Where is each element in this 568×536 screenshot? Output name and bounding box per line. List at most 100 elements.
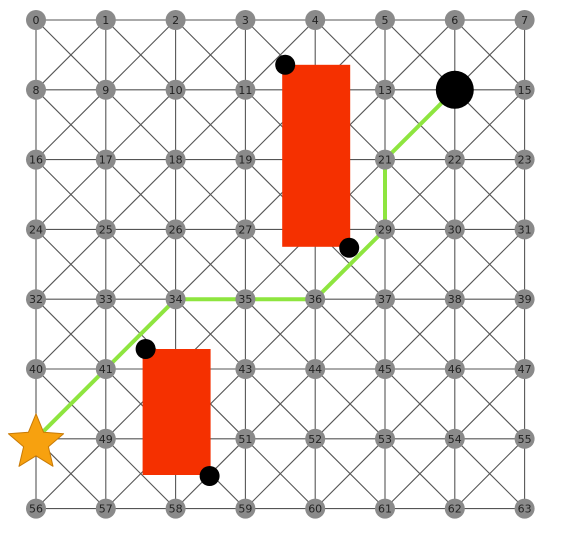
- grid-node-label: 25: [99, 223, 113, 236]
- grid-node-circle: [375, 219, 395, 240]
- grid-node-circle: [444, 359, 465, 379]
- grid-node: 52: [305, 428, 326, 449]
- grid-edge: [245, 19, 316, 91]
- grid-node-label: 59: [238, 503, 252, 516]
- grid-node-label: 43: [238, 363, 252, 376]
- grid-node-circle: [235, 79, 256, 100]
- grid-node-circle: [375, 149, 395, 170]
- grid-node-circle: [305, 359, 326, 379]
- obstacle-bottom: [135, 339, 220, 486]
- grid-node-label: 31: [518, 223, 532, 236]
- grid-edge: [35, 229, 107, 300]
- grid-node-label: 8: [33, 84, 40, 97]
- grid-node: 36: [305, 289, 326, 310]
- grid-node-label: 10: [169, 84, 183, 97]
- grid-edge: [35, 19, 107, 91]
- grid-node-circle: [235, 498, 256, 519]
- grid-node: 5: [375, 10, 395, 30]
- grid-node: 41: [95, 359, 116, 379]
- grid-node-circle: [514, 428, 535, 449]
- goal-circle-icon: [435, 70, 474, 109]
- grid-node-label: 34: [169, 293, 183, 306]
- grid-node: 16: [26, 149, 46, 170]
- grid-node-label: 55: [518, 433, 532, 446]
- grid-node: 32: [26, 289, 46, 310]
- grid-edge: [35, 89, 107, 160]
- grid-edge: [245, 368, 316, 440]
- grid-node: 17: [95, 149, 116, 170]
- grid-edge: [245, 438, 316, 509]
- grid-node: 33: [95, 289, 116, 310]
- grid-node: 34: [165, 289, 186, 310]
- grid-node: 35: [235, 289, 256, 310]
- grid-node: 31: [514, 219, 535, 240]
- grid-node: 30: [444, 219, 465, 240]
- grid-node-circle: [305, 10, 326, 30]
- grid-edge: [175, 229, 246, 300]
- obstacle-corner-dot: [275, 54, 296, 75]
- grid-node: 56: [26, 498, 46, 519]
- grid-node-circle: [305, 498, 326, 519]
- grid-node-label: 35: [238, 293, 252, 306]
- grid-node: 3: [235, 10, 256, 30]
- grid-node-label: 62: [448, 503, 462, 516]
- grid-node-circle: [95, 359, 116, 379]
- grid-node: 8: [26, 79, 46, 100]
- grid-node-label: 32: [29, 293, 43, 306]
- grid-node-label: 1: [102, 14, 109, 27]
- grid-node: 23: [514, 149, 535, 170]
- grid-node-circle: [235, 149, 256, 170]
- grid-node: 26: [165, 219, 186, 240]
- grid-node-circle: [165, 79, 186, 100]
- grid-node-circle: [95, 498, 116, 519]
- grid-node-circle: [514, 289, 535, 310]
- obstacle-top: [275, 54, 360, 258]
- grid-node-label: 7: [521, 14, 528, 27]
- grid-node: 19: [235, 149, 256, 170]
- grid-node-circle: [514, 149, 535, 170]
- obstacle-rect: [282, 64, 351, 247]
- grid-node: 61: [375, 498, 395, 519]
- grid-node: 59: [235, 498, 256, 519]
- grid-node-label: 15: [518, 84, 532, 97]
- grid-node-label: 52: [308, 433, 322, 446]
- grid-edge: [35, 298, 107, 370]
- grid-edge: [314, 298, 386, 370]
- grid-edge: [35, 159, 107, 230]
- grid-node-label: 3: [242, 14, 249, 27]
- grid-edge: [384, 229, 456, 300]
- grid-node-label: 61: [378, 503, 392, 516]
- grid-node-circle: [26, 498, 46, 519]
- grid-node-circle: [165, 149, 186, 170]
- grid-node-label: 38: [448, 293, 462, 306]
- grid-node: 13: [375, 79, 395, 100]
- grid-edge: [384, 438, 456, 509]
- grid-edge: [105, 19, 176, 91]
- grid-node: 39: [514, 289, 535, 310]
- grid-edge: [384, 19, 456, 91]
- grid-node-label: 6: [451, 14, 458, 27]
- grid-node-label: 56: [29, 503, 43, 516]
- grid-edge: [245, 298, 316, 370]
- grid-node-label: 21: [378, 154, 392, 167]
- grid-node-circle: [235, 10, 256, 30]
- grid-edge: [384, 159, 456, 230]
- grid-node-circle: [95, 79, 116, 100]
- grid-node: 1: [95, 10, 116, 30]
- grid-node-label: 23: [518, 154, 532, 167]
- grid-node: 51: [235, 428, 256, 449]
- grid-edge: [105, 89, 176, 160]
- grid-node-circle: [26, 359, 46, 379]
- grid-node-label: 58: [169, 503, 183, 516]
- grid-node: 44: [305, 359, 326, 379]
- grid-node-circle: [514, 79, 535, 100]
- grid-node-circle: [95, 428, 116, 449]
- grid-node-circle: [375, 10, 395, 30]
- grid-node-circle: [165, 219, 186, 240]
- grid-node-label: 29: [378, 223, 392, 236]
- grid-node-circle: [514, 219, 535, 240]
- grid-node-circle: [95, 149, 116, 170]
